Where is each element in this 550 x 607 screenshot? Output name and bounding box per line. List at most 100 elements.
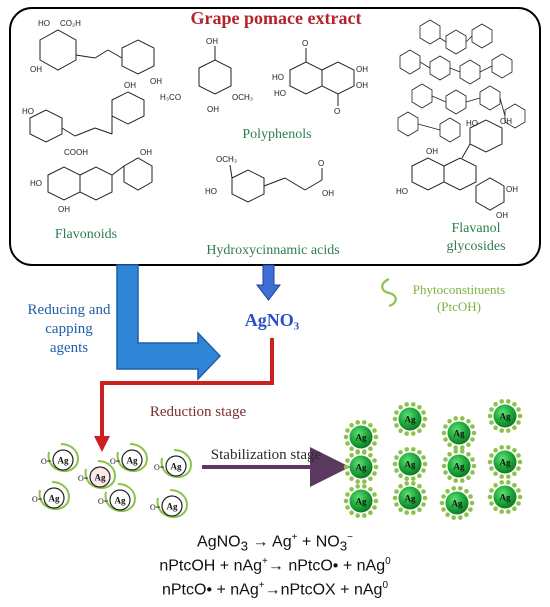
capping-dot — [421, 410, 426, 415]
capping-dot — [445, 489, 450, 494]
capped-ag-particle: Ag O= — [32, 481, 70, 511]
capping-dot — [471, 430, 477, 436]
capping-dot — [499, 509, 505, 514]
ag-label: Ag — [356, 463, 367, 473]
oh-label-9: OH — [356, 81, 368, 90]
oxygen-label: O= — [154, 463, 165, 472]
capping-dot — [373, 464, 379, 470]
capping-dot — [398, 507, 403, 512]
capping-dot — [392, 416, 398, 422]
capping-dot — [471, 463, 477, 469]
o-label-3: O — [318, 159, 324, 168]
oh-label-4: OH — [58, 205, 70, 214]
capping-ring — [47, 443, 79, 473]
capping-dot — [493, 483, 498, 488]
oh-label-1: OH — [30, 65, 42, 74]
silver-core — [165, 455, 187, 477]
ag-label: Ag — [58, 456, 69, 466]
capping-dot — [394, 423, 399, 428]
cooh-label: COOH — [64, 148, 88, 157]
capping-dot — [343, 464, 349, 470]
capping-dot — [398, 405, 403, 410]
silver-core — [43, 487, 65, 509]
group-flavanol-line1: Flavanol — [452, 221, 501, 236]
capping-dot — [417, 507, 422, 512]
capping-dot — [368, 423, 373, 428]
capping-ring — [104, 483, 136, 513]
capping-dot — [368, 510, 373, 515]
oxygen-label: O= — [98, 497, 109, 506]
capping-dot — [439, 500, 445, 506]
ag-label: Ag — [454, 429, 465, 439]
capping-dot — [362, 513, 367, 518]
silver-core — [121, 449, 143, 471]
silver-nanoparticle — [493, 404, 517, 428]
oh-label-6: OH — [206, 37, 218, 46]
capping-dot — [466, 452, 471, 457]
ho-label-1: HO — [38, 19, 50, 28]
capping-dot — [458, 486, 463, 491]
ag-label: Ag — [405, 415, 416, 425]
capping-dot — [349, 476, 354, 482]
capping-dot — [460, 445, 465, 450]
capping-dot — [422, 495, 428, 501]
silver-nanoparticle — [349, 455, 373, 479]
ag-label: Ag — [49, 494, 60, 504]
oh-label-13: OH — [506, 185, 518, 194]
capping-dot — [453, 449, 459, 454]
ellagic-acid-structure — [289, 48, 355, 106]
oxygen-label: O= — [32, 495, 43, 504]
tannin-structure — [397, 19, 526, 143]
capping-dot — [493, 402, 498, 407]
capping-dot — [373, 434, 379, 440]
capping-dot — [499, 445, 505, 450]
capping-dot — [506, 399, 511, 404]
och3-label: OCH₃ — [232, 93, 253, 102]
silver-nanoparticle — [447, 421, 471, 445]
oh-label-3: OH — [124, 81, 136, 90]
capping-dot — [421, 423, 426, 428]
oh-label-5: OH — [140, 148, 152, 157]
ho-label-3: HO — [30, 179, 42, 188]
equation-1: AgNO3 → Ag+ + NO3− — [197, 532, 353, 554]
capping-dot — [441, 430, 447, 436]
silver-core — [109, 489, 131, 511]
capping-dot — [506, 509, 511, 514]
capped-ag-particle: AgO= — [78, 460, 116, 490]
legend-line2: (PtcOH) — [437, 299, 481, 314]
capping-dot — [445, 512, 450, 517]
capping-dot — [411, 476, 416, 481]
capping-dot — [355, 484, 361, 489]
capping-dot — [489, 407, 494, 412]
capping-dot — [355, 479, 361, 484]
oh-label-7: OH — [207, 105, 219, 114]
ho-label-6: HO — [205, 187, 217, 196]
capping-dot — [447, 442, 452, 448]
ho-label-7: HO — [466, 119, 478, 128]
capping-dot — [499, 474, 505, 479]
capping-dot — [372, 428, 377, 433]
capping-dot — [468, 494, 473, 499]
ag-label: Ag — [115, 496, 126, 506]
oh-label-8: OH — [356, 65, 368, 74]
capping-dot — [487, 494, 493, 500]
capping-dot — [512, 448, 517, 453]
capped-ag-particle: Ag O= — [98, 483, 136, 513]
capping-dot — [372, 441, 377, 446]
equation-2: nPtcOH + nAg+→ nPtcO• + nAg0 — [159, 556, 391, 575]
capping-ring — [160, 449, 192, 479]
capping-dot — [422, 461, 428, 467]
capping-dot — [470, 470, 475, 475]
capping-dot — [411, 481, 416, 486]
ag-label: Ag — [500, 493, 511, 503]
capping-dot — [404, 431, 410, 436]
capping-dot — [372, 492, 377, 497]
capping-dot — [411, 402, 416, 407]
capping-dot — [516, 453, 521, 458]
capping-dot — [512, 483, 517, 488]
capped-ag-particle: AgO= — [150, 489, 188, 519]
capping-dot — [517, 459, 523, 465]
capping-dot — [489, 453, 494, 458]
